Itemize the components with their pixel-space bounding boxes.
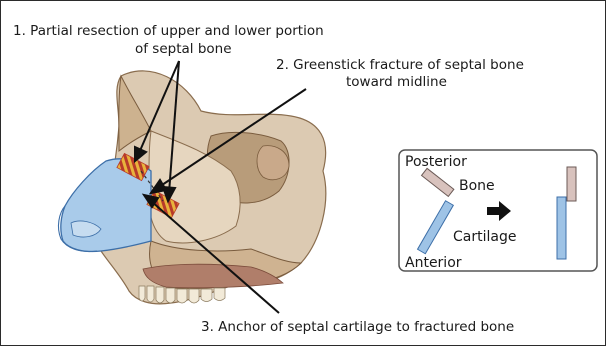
inset-diagram: Posterior Bone Cartilage Anterior (399, 150, 597, 271)
label-1-line1: 1. Partial resection of upper and lower … (13, 23, 324, 39)
inset-bone-bar-straight (567, 167, 576, 201)
label-3: 3. Anchor of septal cartilage to fractur… (201, 319, 514, 335)
inset-anterior-label: Anterior (405, 255, 462, 271)
inset-cartilage-label: Cartilage (453, 229, 516, 245)
label-1-line2: of septal bone (135, 41, 232, 57)
inset-posterior-label: Posterior (405, 154, 467, 170)
nasal-anatomy-illustration (58, 71, 325, 304)
label-2-line2: toward midline (346, 74, 447, 90)
inset-bone-label: Bone (459, 178, 495, 194)
label-2-line1: 2. Greenstick fracture of septal bone (276, 57, 524, 73)
inset-cartilage-bar-straight (557, 197, 566, 259)
